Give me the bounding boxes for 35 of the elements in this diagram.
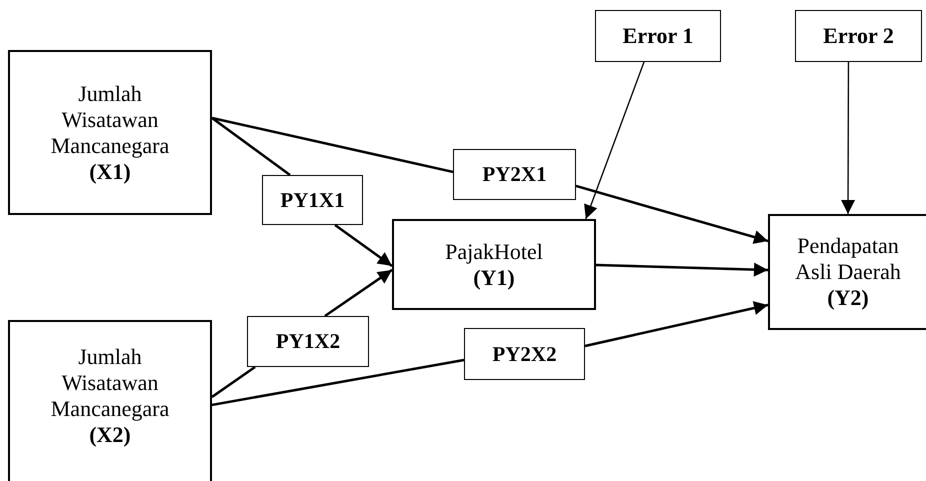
- error-box: [795, 10, 922, 62]
- variable-name: PajakHotel: [445, 238, 543, 264]
- variable-code: (X1): [89, 158, 131, 184]
- connector-line: [211, 116, 291, 176]
- arrow: [584, 301, 768, 348]
- arrow: [324, 268, 393, 318]
- path-coefficient: PY2X2: [492, 342, 557, 366]
- variable-code: (Y1): [473, 264, 515, 290]
- coefficient-box: [247, 316, 369, 367]
- connector-line: [211, 366, 256, 398]
- error-label: Error 1: [622, 23, 694, 49]
- connector-line: [212, 358, 464, 406]
- coefficient-box: [464, 328, 585, 380]
- error-box: [595, 10, 721, 62]
- variable-name: Jumlah Wisatawan Mancanegara: [50, 344, 170, 422]
- path-coefficient: PY1X2: [276, 329, 340, 354]
- arrow: [596, 262, 768, 277]
- arrow: [841, 62, 856, 214]
- variable-box: [8, 50, 212, 215]
- coefficient-box: [262, 175, 363, 225]
- variable-name: Pendapatan Asli Daerah: [794, 233, 902, 285]
- variable-box: [768, 214, 926, 330]
- path-coefficient: PY1X1: [280, 188, 345, 212]
- variable-code: (Y2): [827, 285, 869, 311]
- variable-name: Jumlah Wisatawan Mancanegara: [50, 80, 170, 158]
- arrow: [576, 184, 768, 244]
- variable-box: [8, 320, 212, 481]
- arrow: [334, 224, 393, 267]
- coefficient-box: [453, 149, 576, 200]
- variable-box: [392, 219, 596, 310]
- error-label: Error 2: [823, 23, 894, 49]
- variable-code: (X2): [89, 422, 131, 448]
- path-coefficient: PY2X1: [482, 162, 547, 187]
- connector-line: [212, 116, 454, 174]
- arrow: [584, 62, 645, 220]
